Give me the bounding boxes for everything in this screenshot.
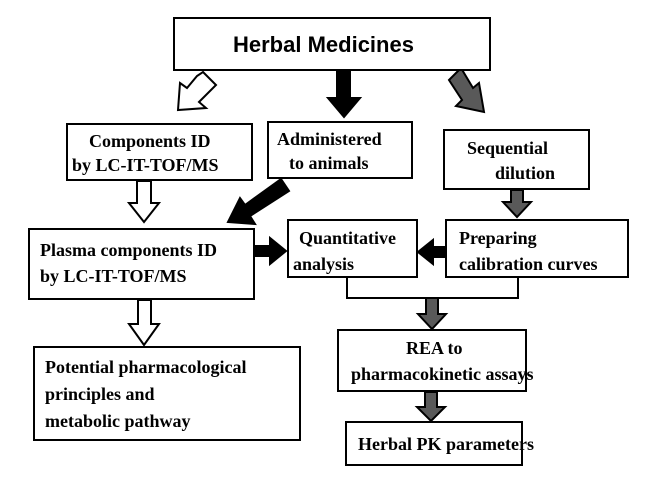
arrow-herbal-to-components: [176, 70, 218, 112]
components-id-box: Components ID by LC-IT-TOF/MS: [66, 123, 253, 181]
arrow-plasma-to-quantitative: [255, 235, 288, 267]
arrow-preparing-to-quantitative: [416, 237, 446, 267]
arrow-plasma-to-potential: [127, 299, 161, 347]
components-id-line-1: Components ID: [89, 131, 211, 151]
arrow-herbal-to-sequential: [447, 66, 486, 114]
arrow-administered-to-plasma: [226, 177, 291, 226]
potential-line-3: metabolic pathway: [45, 411, 191, 431]
administered-line-1: Administered: [277, 129, 382, 149]
quantitative-line-1: Quantitative: [299, 228, 396, 248]
potential-principles-box: Potential pharmacological principles and…: [33, 346, 301, 441]
sequential-line-2: dilution: [495, 163, 556, 183]
plasma-components-line-2: by LC-IT-TOF/MS: [40, 266, 187, 286]
herbal-medicines-box: Herbal Medicines: [173, 17, 491, 71]
preparing-line-1: Preparing: [459, 228, 537, 248]
arrow-herbal-to-administered: [325, 69, 363, 119]
components-id-line-2: by LC-IT-TOF/MS: [72, 155, 219, 175]
herbal-pk-label: Herbal PK parameters: [358, 434, 534, 454]
arrow-rea-to-herbal-pk: [414, 391, 448, 423]
administered-line-2: to animals: [289, 153, 369, 173]
quantitative-analysis-box: Quantitative analysis: [287, 219, 418, 278]
plasma-components-line-1: Plasma components ID: [40, 240, 218, 260]
quantitative-line-2: analysis: [293, 254, 355, 274]
administered-box: Administered to animals: [267, 121, 413, 179]
rea-box: REA to pharmacokinetic assays: [337, 329, 534, 392]
arrow-sequential-to-preparing: [500, 189, 534, 219]
sequential-dilution-box: Sequential dilution: [443, 129, 590, 190]
arrow-merge-to-rea: [415, 297, 449, 331]
sequential-line-1: Sequential: [467, 138, 549, 158]
preparing-line-2: calibration curves: [459, 254, 598, 274]
rea-line-2: pharmacokinetic assays: [351, 364, 534, 384]
potential-line-2: principles and: [45, 384, 155, 404]
plasma-components-id-box: Plasma components ID by LC-IT-TOF/MS: [28, 228, 255, 300]
arrow-components-to-plasma: [126, 180, 162, 224]
herbal-medicines-title: Herbal Medicines: [233, 32, 414, 57]
rea-line-1: REA to: [406, 338, 463, 358]
potential-line-1: Potential pharmacological: [45, 357, 247, 377]
merge-connector: [346, 277, 519, 299]
preparing-calibration-box: Preparing calibration curves: [445, 219, 629, 278]
herbal-pk-box: Herbal PK parameters: [345, 421, 534, 466]
